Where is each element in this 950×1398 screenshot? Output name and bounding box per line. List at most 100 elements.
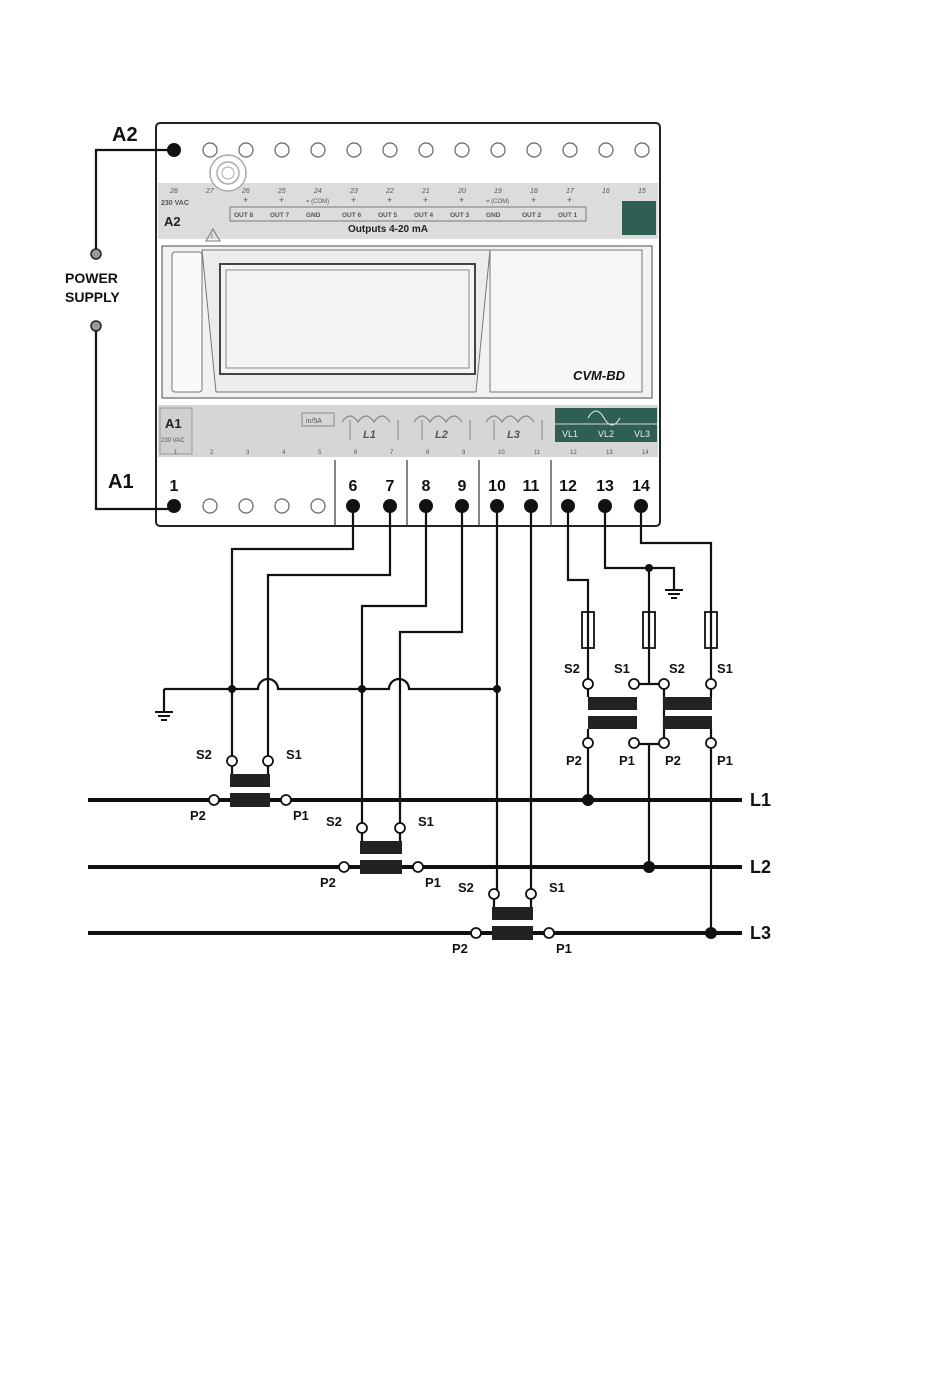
ct-label-p1: P1 <box>556 941 572 956</box>
terminal-dot <box>634 499 648 513</box>
supply-terminal-bottom <box>90 320 102 332</box>
ct-terminal-s2 <box>226 755 238 767</box>
current-input-tag: in/5A <box>306 418 322 425</box>
a1-wire <box>94 330 174 511</box>
sine-wave-icon <box>587 410 621 426</box>
top-label-strip <box>158 183 658 239</box>
ct-secondary-core <box>360 841 402 854</box>
terminal-dot <box>383 499 397 513</box>
junction-dot <box>493 685 501 693</box>
bottom-tiny-number: 13 <box>606 450 613 456</box>
a1-box <box>159 407 193 455</box>
ct-label-p1: P1 <box>293 808 309 823</box>
vt-terminal <box>705 678 717 690</box>
output-label: OUT 4 <box>414 212 434 219</box>
vt-terminal <box>658 737 670 749</box>
terminal-dot <box>524 499 538 513</box>
top-terminal-number: 15 <box>638 188 646 195</box>
terminal-dot <box>561 499 575 513</box>
terminal-dot <box>490 499 504 513</box>
power-supply-label-2: SUPPLY <box>65 289 120 305</box>
top-terminal-sign: + <box>459 195 464 205</box>
wire-t8 <box>360 507 428 826</box>
ct-label-s2: S2 <box>196 747 212 762</box>
ct-label-p1: P1 <box>425 875 441 890</box>
bottom-tiny-number: 10 <box>498 450 505 456</box>
model-name: CVM-BD <box>573 368 626 383</box>
svg-text:!: ! <box>211 234 213 241</box>
terminal-hole <box>526 142 542 158</box>
supply-voltage-bottom: 230 VAC <box>161 438 185 444</box>
vt-label-p1: P1 <box>717 753 733 768</box>
output-label: OUT 8 <box>234 212 254 219</box>
current-input-tag-box <box>301 412 335 427</box>
top-terminal-sign: = (COM) <box>306 199 329 205</box>
terminal-hole <box>490 142 506 158</box>
ct-primary-core <box>230 793 270 807</box>
lcd-display <box>219 263 476 375</box>
a1-tag: A1 <box>165 416 182 431</box>
voltage-transformer-wiring: S2 S1 S2 S1 P2 P1 P2 P1 <box>564 507 733 939</box>
top-right-dark-block <box>622 201 656 235</box>
a2-tag: A2 <box>164 214 181 229</box>
ct-label-s2: S2 <box>326 814 342 829</box>
bottom-tiny-number: 5 <box>318 450 322 456</box>
ct-secondary-core <box>492 907 533 920</box>
voltage-input-label: VL2 <box>598 429 614 439</box>
output-label: GND <box>486 212 501 219</box>
terminal-dot <box>598 499 612 513</box>
voltage-input-labels: VL1 VL2 VL3 <box>562 429 650 439</box>
ct-terminal-s1 <box>262 755 274 767</box>
terminal-hole <box>382 142 398 158</box>
vt-terminal <box>582 678 594 690</box>
terminal-hole <box>454 142 470 158</box>
junction-dot <box>705 927 717 939</box>
top-terminal-number: 23 <box>349 188 358 195</box>
wire-t7 <box>266 507 392 760</box>
ct-symbol-icon <box>341 415 391 424</box>
vt-core <box>663 716 712 729</box>
ct-terminal-p2 <box>338 861 350 873</box>
junction-dot <box>358 685 366 693</box>
bottom-tiny-number: 4 <box>282 450 286 456</box>
top-terminal-number: 22 <box>385 188 394 195</box>
terminal-hole <box>274 498 290 514</box>
lcd-inner <box>225 269 470 369</box>
top-terminal-sign: + <box>567 195 572 205</box>
voltage-input-label: VL1 <box>562 429 578 439</box>
bottom-terminal-row <box>167 498 648 514</box>
voltage-input-panel <box>555 408 657 442</box>
output-label: OUT 2 <box>522 212 542 219</box>
voltage-input-label: VL3 <box>634 429 650 439</box>
junction-dot <box>228 685 236 693</box>
ct-label-s1: S1 <box>286 747 302 762</box>
ct-label-s2: S2 <box>458 880 474 895</box>
ct-symbol-label: L2 <box>435 429 448 441</box>
ground-icon <box>155 711 173 721</box>
vt-core <box>588 716 637 729</box>
ct-primary-core <box>492 926 533 940</box>
terminal-number: 12 <box>559 478 577 495</box>
terminal-number: 8 <box>422 478 431 495</box>
ct-symbol-label: L3 <box>507 429 520 441</box>
ground-icon <box>665 589 683 599</box>
vt-terminal <box>658 678 670 690</box>
vt-label-s1: S1 <box>717 661 733 676</box>
output-label: OUT 3 <box>450 212 470 219</box>
output-label-frame <box>229 206 587 222</box>
top-terminal-number: 17 <box>566 188 575 195</box>
bottom-tiny-number: 8 <box>426 450 430 456</box>
terminal-number: 1 <box>170 478 179 495</box>
phase-label-l3: L3 <box>750 923 771 943</box>
top-terminal-number: 16 <box>602 188 610 195</box>
phase-label-l2: L2 <box>750 857 771 877</box>
vt-link <box>634 682 666 746</box>
